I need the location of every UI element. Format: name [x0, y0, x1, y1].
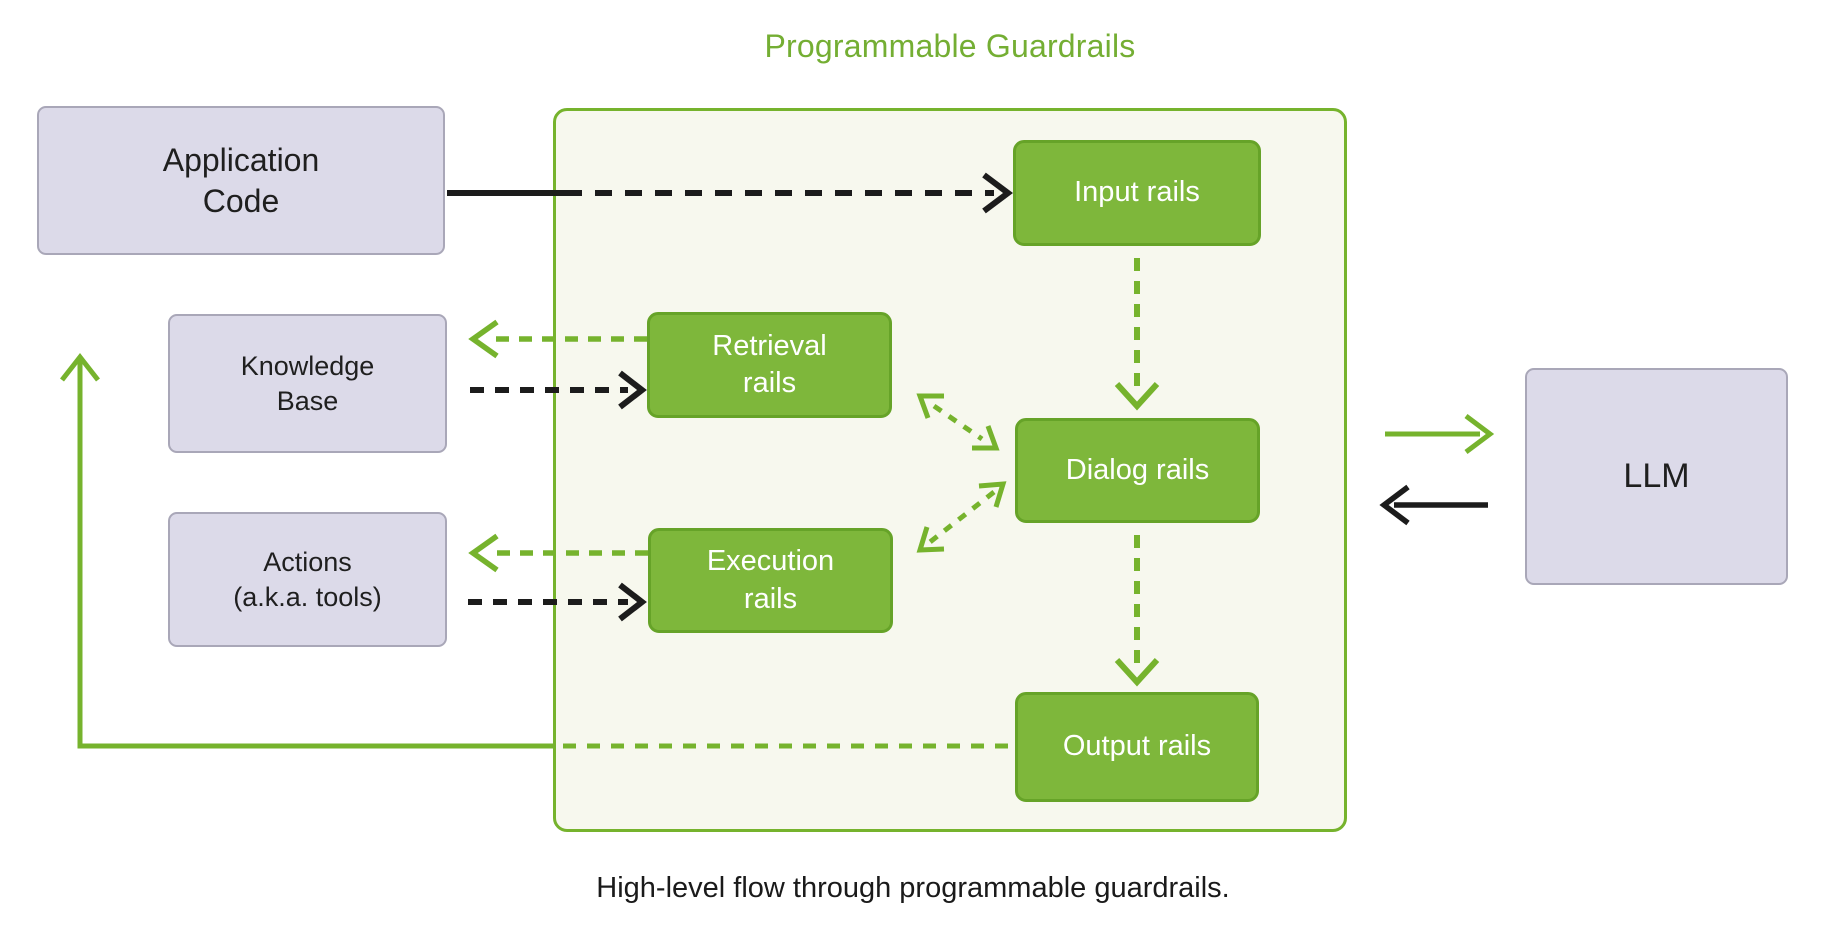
execution-rails-label-line2: rails [743, 582, 798, 615]
output-rails-node: Output rails [1015, 692, 1259, 802]
input-rails-node: Input rails [1013, 140, 1261, 246]
dialog-rails-node: Dialog rails [1015, 418, 1260, 523]
input-rails-label: Input rails [1074, 176, 1200, 209]
output-rails-label: Output rails [1062, 730, 1212, 763]
knowledge-base-label-line1: Knowledge [240, 350, 375, 381]
retrieval-rails-node: Retrieval rails [647, 312, 892, 418]
llm-node: LLM [1525, 368, 1788, 585]
arrow-guardrails-to-llm [1385, 414, 1495, 454]
llm-label: LLM [1623, 456, 1690, 495]
actions-label-line2: (a.k.a. tools) [233, 581, 382, 612]
actions-label-line1: Actions [263, 546, 352, 577]
retrieval-rails-label-line1: Retrieval [712, 329, 827, 362]
knowledge-base-node: Knowledge Base [168, 314, 447, 453]
application-code-label-line2: Code [202, 182, 280, 219]
application-code-label-line1: Application [162, 141, 320, 178]
diagram-title: Programmable Guardrails [764, 28, 1136, 64]
retrieval-rails-label-line2: rails [742, 367, 797, 399]
execution-rails-label-line1: Execution [706, 545, 835, 578]
execution-rails-node: Execution rails [648, 528, 893, 633]
application-code-node: Application Code [37, 106, 445, 255]
figure-caption: High-level flow through programmable gua… [596, 872, 1230, 904]
knowledge-base-label-line2: Base [276, 385, 339, 416]
dialog-rails-label: Dialog rails [1065, 453, 1210, 486]
arrow-llm-to-guardrails [1379, 484, 1488, 526]
actions-node: Actions (a.k.a. tools) [168, 512, 447, 647]
